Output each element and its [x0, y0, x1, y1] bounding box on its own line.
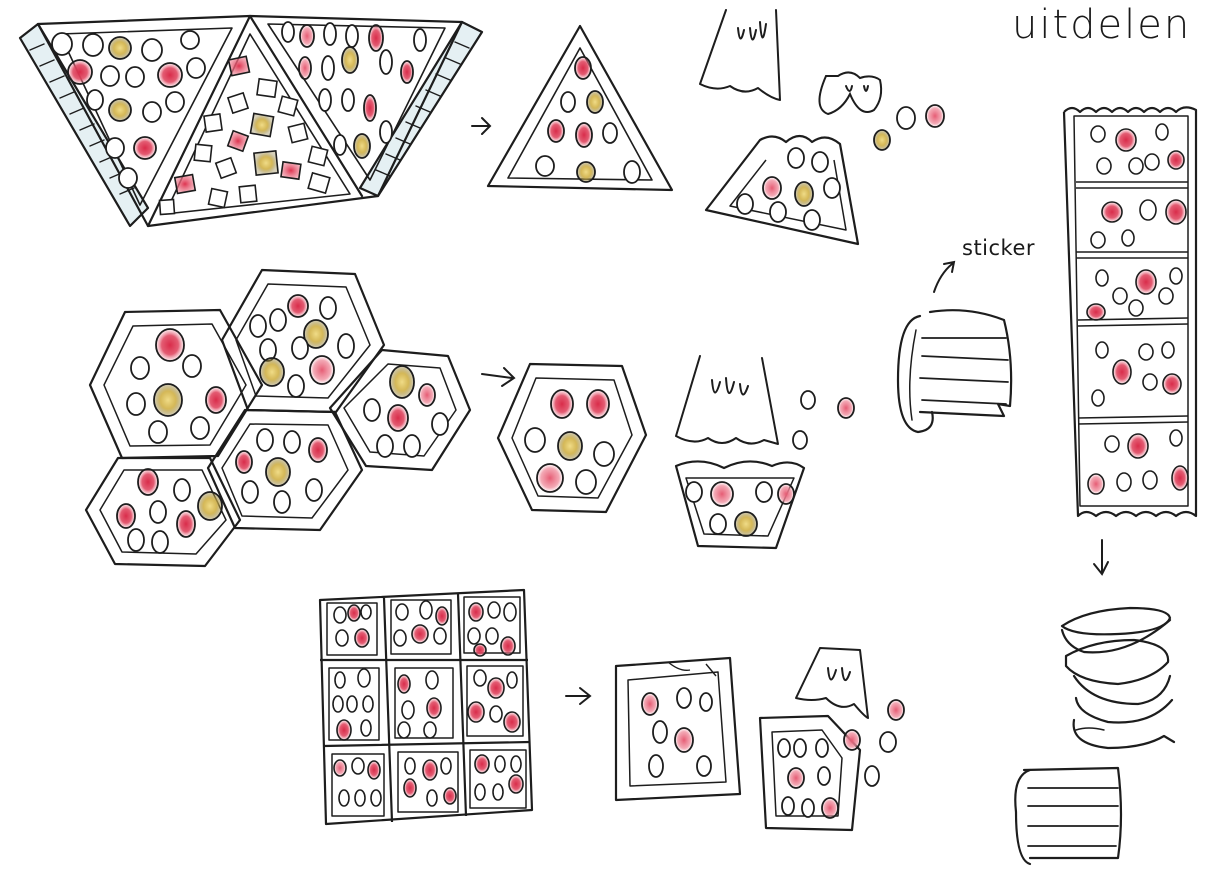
arrow-row1 — [472, 118, 490, 134]
torn-top-row2 — [676, 356, 778, 444]
loose-cookies-row1 — [874, 105, 944, 150]
single-square — [616, 658, 740, 800]
arrow-row2 — [482, 368, 514, 386]
arrow-row3 — [566, 688, 590, 704]
loose-cookies-row2 — [793, 391, 854, 449]
rolled-strip — [1062, 608, 1174, 748]
sticker-label-sheet — [1015, 768, 1121, 864]
single-square-cookies — [642, 688, 712, 777]
sticker-annotation: sticker — [962, 236, 1035, 260]
hand-sketch-row1 — [819, 72, 881, 114]
arrow-down — [1094, 540, 1108, 574]
opened-square-cookies — [778, 730, 860, 818]
sticker-roll — [898, 310, 1011, 432]
strip-pack-cookies — [1087, 124, 1188, 494]
torn-top-row3 — [796, 648, 868, 718]
loose-cookies-row3 — [865, 700, 904, 786]
page-title: uitdelen — [1012, 2, 1191, 48]
torn-top-row1 — [700, 10, 780, 100]
single-hexagon-cookies — [525, 390, 614, 494]
square-pack-cookies — [333, 601, 523, 806]
sticker-arrow — [934, 262, 954, 292]
